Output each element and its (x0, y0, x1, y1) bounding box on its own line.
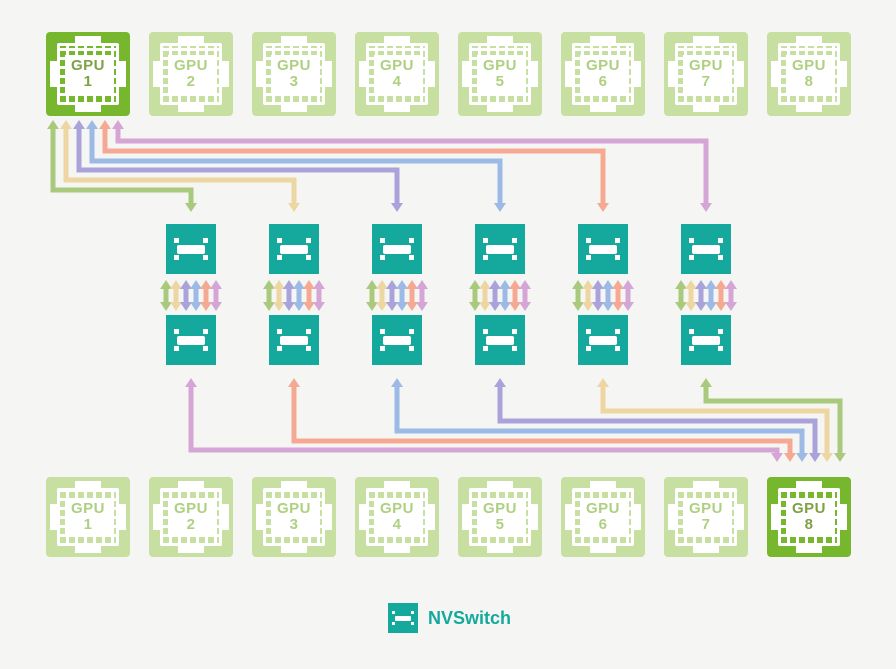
nvswitch-legend: NVSwitch (388, 603, 511, 633)
link-gpu-1-top-to-nvswitch-top-3 (73, 120, 403, 212)
link-gpu-1-top-to-nvswitch-top-6 (112, 120, 712, 212)
legend-label: NVSwitch (428, 607, 512, 628)
nvswitch-top-3 (372, 224, 422, 274)
nvlink-bundle-column-6 (675, 280, 737, 311)
nvswitch-top-5 (578, 224, 628, 274)
nvlink-bundle-column-3 (366, 280, 428, 311)
link-nvswitch-bottom-4-to-gpu-8-bottom (494, 378, 821, 462)
link-gpu-1-top-to-nvswitch-top-5 (99, 120, 609, 212)
link-gpu-1-top-to-nvswitch-top-1 (47, 120, 197, 212)
nvswitch-bottom-4 (475, 315, 525, 365)
link-nvswitch-bottom-5-to-gpu-8-bottom (597, 378, 833, 462)
nvswitch-bottom-2 (269, 315, 319, 365)
nvswitch-top-4 (475, 224, 525, 274)
link-nvswitch-bottom-1-to-gpu-8-bottom (185, 378, 783, 462)
nvswitch-bottom-6 (681, 315, 731, 365)
nvlink-bundle-column-2 (263, 280, 325, 311)
nvswitch-icon (388, 603, 418, 633)
nvswitch-top-1 (166, 224, 216, 274)
nvswitch-top-2 (269, 224, 319, 274)
nvswitch-bottom-3 (372, 315, 422, 365)
nvswitch-bottom-5 (578, 315, 628, 365)
link-nvswitch-bottom-2-to-gpu-8-bottom (288, 378, 796, 462)
nvswitch-bottom-1 (166, 315, 216, 365)
link-gpu-1-top-to-nvswitch-top-2 (60, 120, 300, 212)
nvlink-bundle-column-5 (572, 280, 634, 311)
nvlink-bundle-column-4 (469, 280, 531, 311)
link-nvswitch-bottom-6-to-gpu-8-bottom (700, 378, 846, 462)
nvlink-bundle-column-1 (160, 280, 222, 311)
link-gpu-1-top-to-nvswitch-top-4 (86, 120, 506, 212)
nvswitch-top-6 (681, 224, 731, 274)
link-nvswitch-bottom-3-to-gpu-8-bottom (391, 378, 808, 462)
